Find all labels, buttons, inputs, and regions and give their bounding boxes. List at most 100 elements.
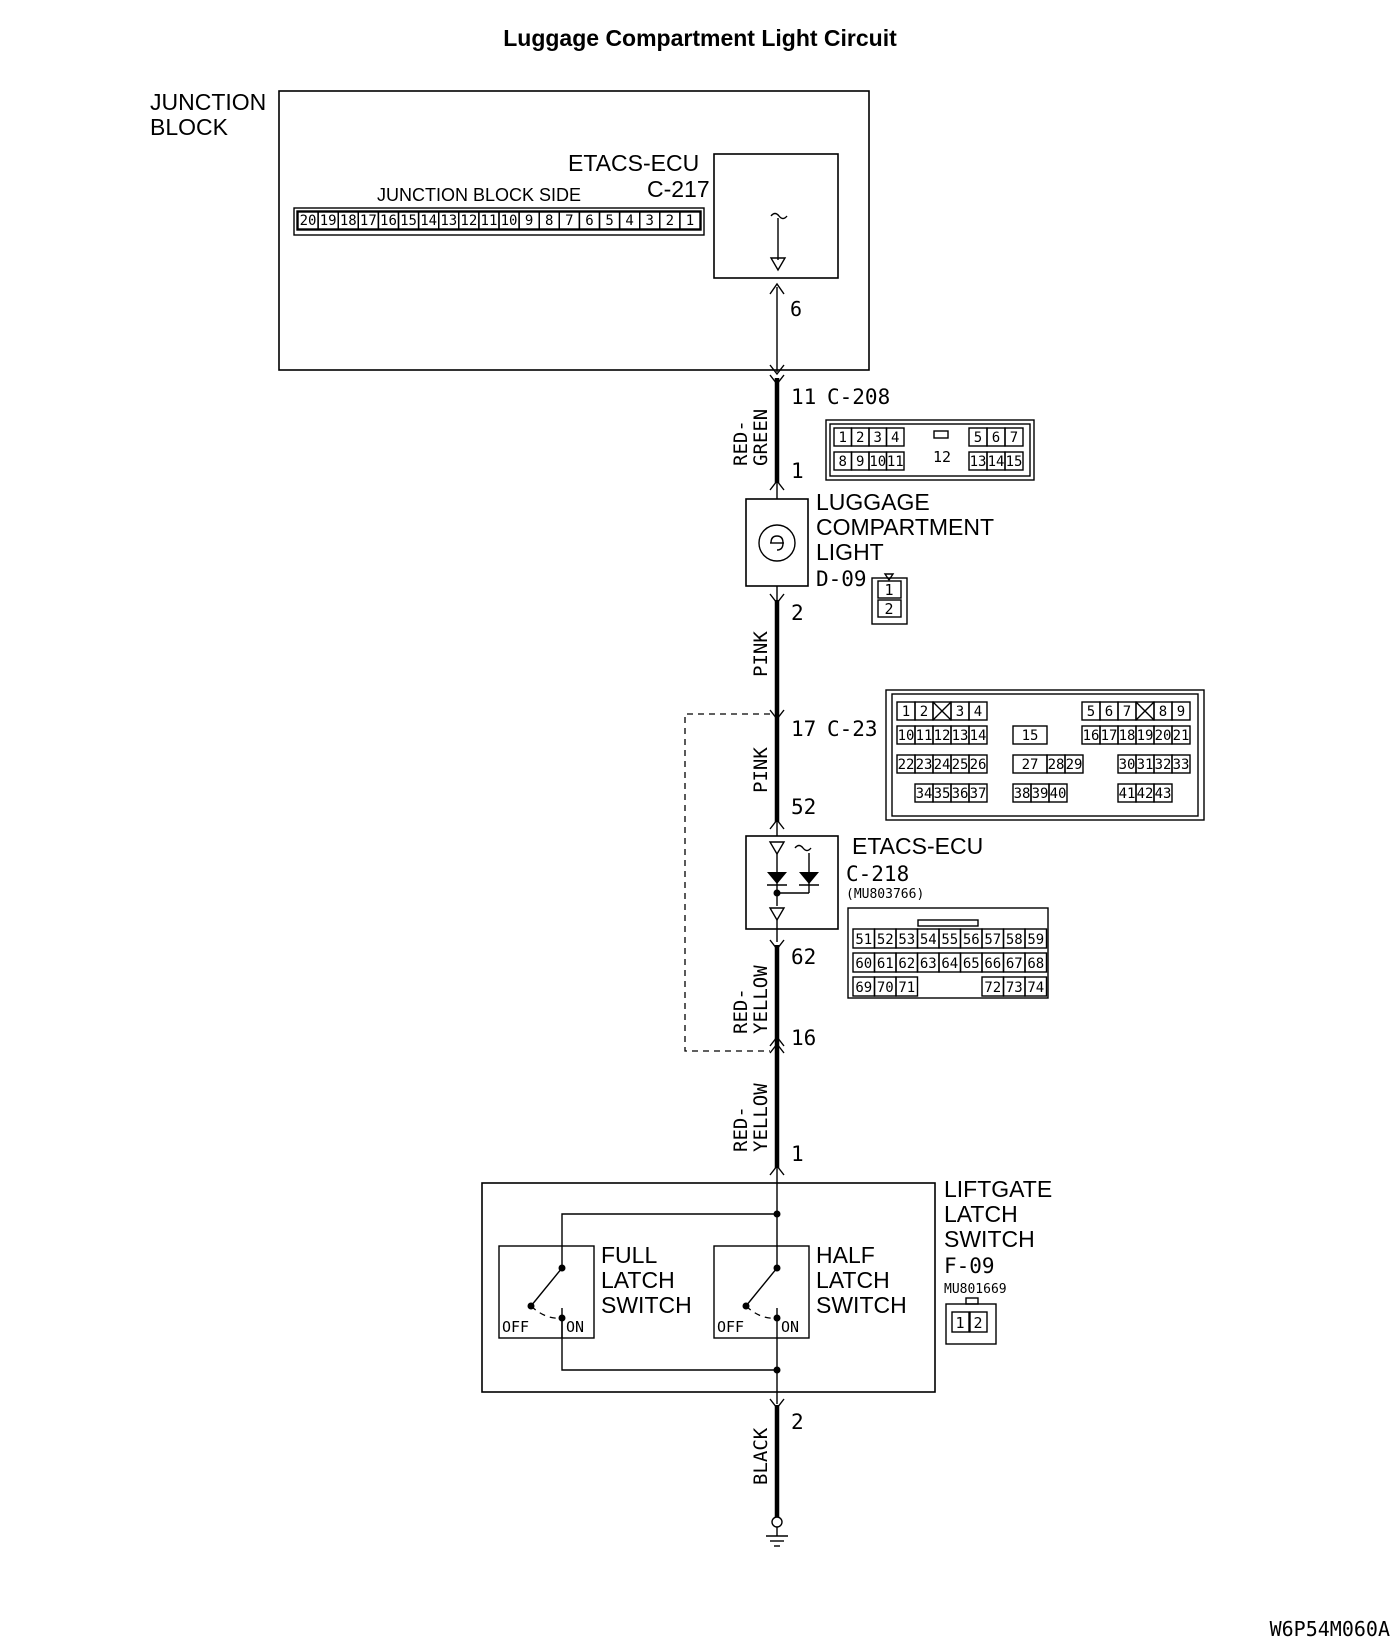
pin-cell: 74 [1027,980,1044,996]
pin-cell: 37 [970,786,987,802]
pin-cell: 55 [941,932,958,948]
pin-cell: 1 [839,430,847,446]
pin-cell: 36 [952,786,969,802]
pin-cell: 11 [887,454,904,470]
etacs-ecu-top: ETACS-ECU C-217 6 [568,150,839,321]
pin-cell: 11 [916,728,933,744]
etacs-ecu-name: ETACS-ECU [852,833,983,859]
pin-cell: 7 [1123,704,1131,720]
wire-color-label: RED- [730,988,752,1034]
pin-cell: 34 [916,786,933,802]
wire-color-label: RED- [730,1106,752,1152]
part-number: (MU803766) [846,887,924,902]
on-label: ON [566,1318,584,1336]
connector-label: C-218 [846,862,909,886]
pin-cell-frame [885,451,905,471]
connector-d09: 1 2 [871,573,908,625]
pin-cell: 6 [992,430,1000,446]
pin-cell: 1 [902,704,910,720]
pin-cell: 12 [460,213,477,229]
pin-cell: 17 [360,213,377,229]
pin-cell: 12 [934,728,951,744]
pin-cell-frame [1004,451,1024,471]
pin-cell-frame [968,725,988,745]
full-latch-switch: OFF ON FULL LATCH SWITCH [498,1242,692,1339]
pin-cell: 17 [1101,728,1118,744]
pin-cell: 16 [1083,728,1100,744]
pin-cell: 27 [1022,757,1039,773]
pin-cell: 39 [1032,786,1049,802]
pin-cell-frame [1048,783,1068,803]
pin-cell: 32 [1155,757,1172,773]
pin-cell: 65 [963,956,980,972]
connector-f09: 1 2 [945,1297,997,1345]
pin-cell: 72 [984,980,1001,996]
pin-cell: 23 [916,757,933,773]
pin-cell: 8 [839,454,847,470]
pin-cell: 63 [920,956,937,972]
pin-cell: 66 [984,956,1001,972]
pin-cell: 1 [955,1314,964,1332]
pin-cell: 30 [1119,757,1136,773]
switch-label: SWITCH [816,1292,907,1318]
pin-cell: 62 [898,956,915,972]
pin-cell: 33 [1173,757,1190,773]
pin-cell: 56 [963,932,980,948]
pin-cell: 24 [934,757,951,773]
switch-label: FULL [601,1242,657,1268]
pin-cell: 19 [320,213,337,229]
pin-cell: 4 [974,704,982,720]
pin-number: 6 [790,297,802,321]
pin-cell: 10 [898,728,915,744]
connector-label: F-09 [944,1254,995,1278]
diagram-title: Luggage Compartment Light Circuit [503,25,897,51]
pin-cell: 9 [856,454,864,470]
pin-cell: 51 [855,932,872,948]
pin-cell: 13 [952,728,969,744]
pin-cell: 1 [884,581,893,599]
pin-cell: 64 [941,956,958,972]
pin-cell-frame [1024,928,1048,949]
off-label: OFF [502,1318,529,1336]
pin-cell: 10 [501,213,518,229]
pin-cell-frame [1004,427,1024,447]
pin-cell-frame [1171,701,1191,721]
pin-cell: 14 [988,454,1005,470]
pin-number: 2 [791,601,804,625]
blank-cavity-mark [932,701,952,721]
component-label: LUGGAGE [816,489,930,515]
pin-cell: 7 [565,213,573,229]
pin-cell: 52 [877,932,894,948]
pin-cell: 6 [1105,704,1113,720]
main-wire [684,282,785,1517]
pin-cell: 19 [1137,728,1154,744]
junction-block-label: JUNCTION [150,89,266,115]
pin-cell: 73 [1006,980,1023,996]
pin-cell: 18 [340,213,357,229]
pin-number: 11 [791,385,816,409]
pin-cell: 7 [1010,430,1018,446]
pin-cell-frame [1012,725,1048,745]
pin-cell: 13 [440,213,457,229]
pin-cell: 29 [1066,757,1083,773]
junction-block-side-label: JUNCTION BLOCK SIDE [377,185,581,205]
pin-cell: 69 [855,980,872,996]
component-label: COMPARTMENT [816,514,994,540]
connector-label: C-23 [827,717,878,741]
luggage-compartment-light: LUGGAGE COMPARTMENT LIGHT D-09 2 1 2 [745,489,994,625]
pin-cell: 9 [525,213,533,229]
pin-cell: 5 [605,213,613,229]
pin-cell: 4 [625,213,633,229]
pin-cell: 60 [855,956,872,972]
pin-cell: 57 [984,932,1001,948]
pin-cell: 3 [874,430,882,446]
pin-number: 62 [791,945,816,969]
switch-label: SWITCH [601,1292,692,1318]
pin-cell: 5 [974,430,982,446]
